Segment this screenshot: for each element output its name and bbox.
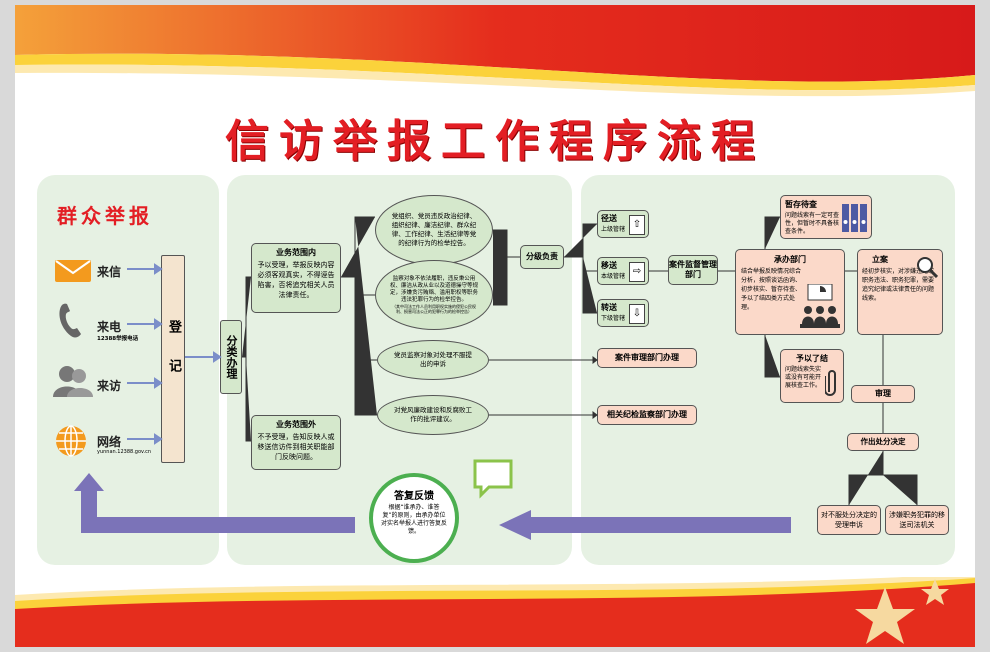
speech-bubble-icon — [473, 459, 513, 499]
channel-letter: 来信 — [97, 265, 122, 279]
visitor-icon — [53, 366, 93, 397]
transfer-box: 涉嫌职务犯罪的移送司法机关 — [885, 505, 949, 535]
route-down: 转送 下级管辖 ⇩ — [597, 299, 649, 327]
channel-phone: 来电 — [97, 320, 122, 334]
scope-in-box: 业务范围内 予以受理，举报反映内容必须客观真实，不得诬告陷害，否将追究相关人员法… — [251, 243, 341, 313]
appeal-box: 对不服处分决定的受理申诉 — [817, 505, 881, 535]
poster: 信访举报工作程序流程 群众举报 来信 来电 12388举报电话 来访 网络 yu… — [15, 5, 975, 647]
register-box: 登记 — [161, 255, 185, 463]
supervision-box: 案件监督管理部门 — [668, 255, 718, 285]
feedback-circle: 答复反馈 根据“谁承办、谁答复”的原则，由承办单位对实名举报人进行答复反馈。 — [369, 473, 459, 563]
magnifier-icon — [917, 257, 938, 278]
binders-icon — [842, 204, 867, 232]
hold-box: 暂存待查 问题线索有一定可查性，但暂时不具备核查条件。 — [780, 195, 872, 239]
mail-icon — [55, 260, 91, 282]
scope-out-text: 不予受理，告知反映人或移送信访件到相关职能部门反映问题。 — [257, 433, 335, 461]
arrow-up-icon: ⇧ — [629, 215, 645, 235]
register-label: 登记 — [166, 320, 181, 398]
close-box: 予以了结 问题线索失实或没有可能开展核查工作。 — [780, 349, 844, 403]
route-same: 移送 本级管辖 ⇨ — [597, 257, 649, 285]
review-box: 审理 — [851, 385, 915, 403]
globe-icon — [56, 425, 86, 457]
issue-party-discipline: 党组织、党员违反政治纪律、组织纪律、廉洁纪律、群众纪律、工作纪律、生活纪律等党的… — [375, 195, 493, 265]
case-review-box: 案件审理部门办理 — [597, 348, 697, 368]
scope-in-title: 业务范围内 — [276, 248, 316, 257]
paperclip-icon — [825, 370, 836, 396]
classify-box: 分类办理 — [220, 320, 242, 394]
bottom-banner — [15, 577, 975, 647]
scope-out-title: 业务范围外 — [276, 420, 316, 429]
phone-icon — [59, 303, 81, 338]
issue-suggestion: 对党风廉政建设和反腐败工作的批评建议。 — [377, 395, 489, 435]
channel-web: 网络 — [97, 435, 122, 449]
issue-appeal: 党员监察对象对处理不服提出的申诉 — [377, 340, 489, 380]
classify-label: 分类办理 — [225, 335, 238, 379]
grading-label: 分级负责 — [526, 252, 558, 261]
public-heading: 群众举报 — [57, 204, 153, 228]
channel-visit: 来访 — [97, 379, 122, 393]
issue-supervision: 监察对象不依法履职，违反秉公用权、廉洁从政从业以及道德操守等规定，涉嫌贪污贿赂、… — [375, 260, 493, 330]
meeting-icon — [800, 284, 840, 328]
arrow-right-icon: ⇨ — [629, 262, 645, 282]
decision-box: 作出处分决定 — [847, 433, 919, 451]
channel-phone-sub: 12388举报电话 — [97, 336, 139, 342]
page-title: 信访举报工作程序流程 — [225, 116, 765, 167]
discipline-box: 相关纪检监察部门办理 — [597, 405, 697, 425]
scope-in-text: 予以受理，举报反映内容必须客观真实，不得诬告陷害，否将追究相关人员法律责任。 — [257, 261, 335, 299]
channel-web-sub: yunnan.12388.gov.cn — [97, 449, 152, 455]
top-banner — [15, 5, 975, 97]
host-box: 承办部门 结合举报反映情况综合分析，按照谈话函询、初步核实、暂存待查、予以了结四… — [735, 249, 845, 335]
arrow-down-icon: ⇩ — [629, 304, 645, 324]
route-up: 径送 上级管辖 ⇧ — [597, 210, 649, 238]
grading-box: 分级负责 — [520, 245, 564, 269]
scope-out-box: 业务范围外 不予受理，告知反映人或移送信访件到相关职能部门反映问题。 — [251, 415, 341, 470]
file-case-box: 立案 经初步核实，对涉嫌违纪或职务违法、职务犯罪，需要追究纪律或法律责任的问题线… — [857, 249, 943, 335]
